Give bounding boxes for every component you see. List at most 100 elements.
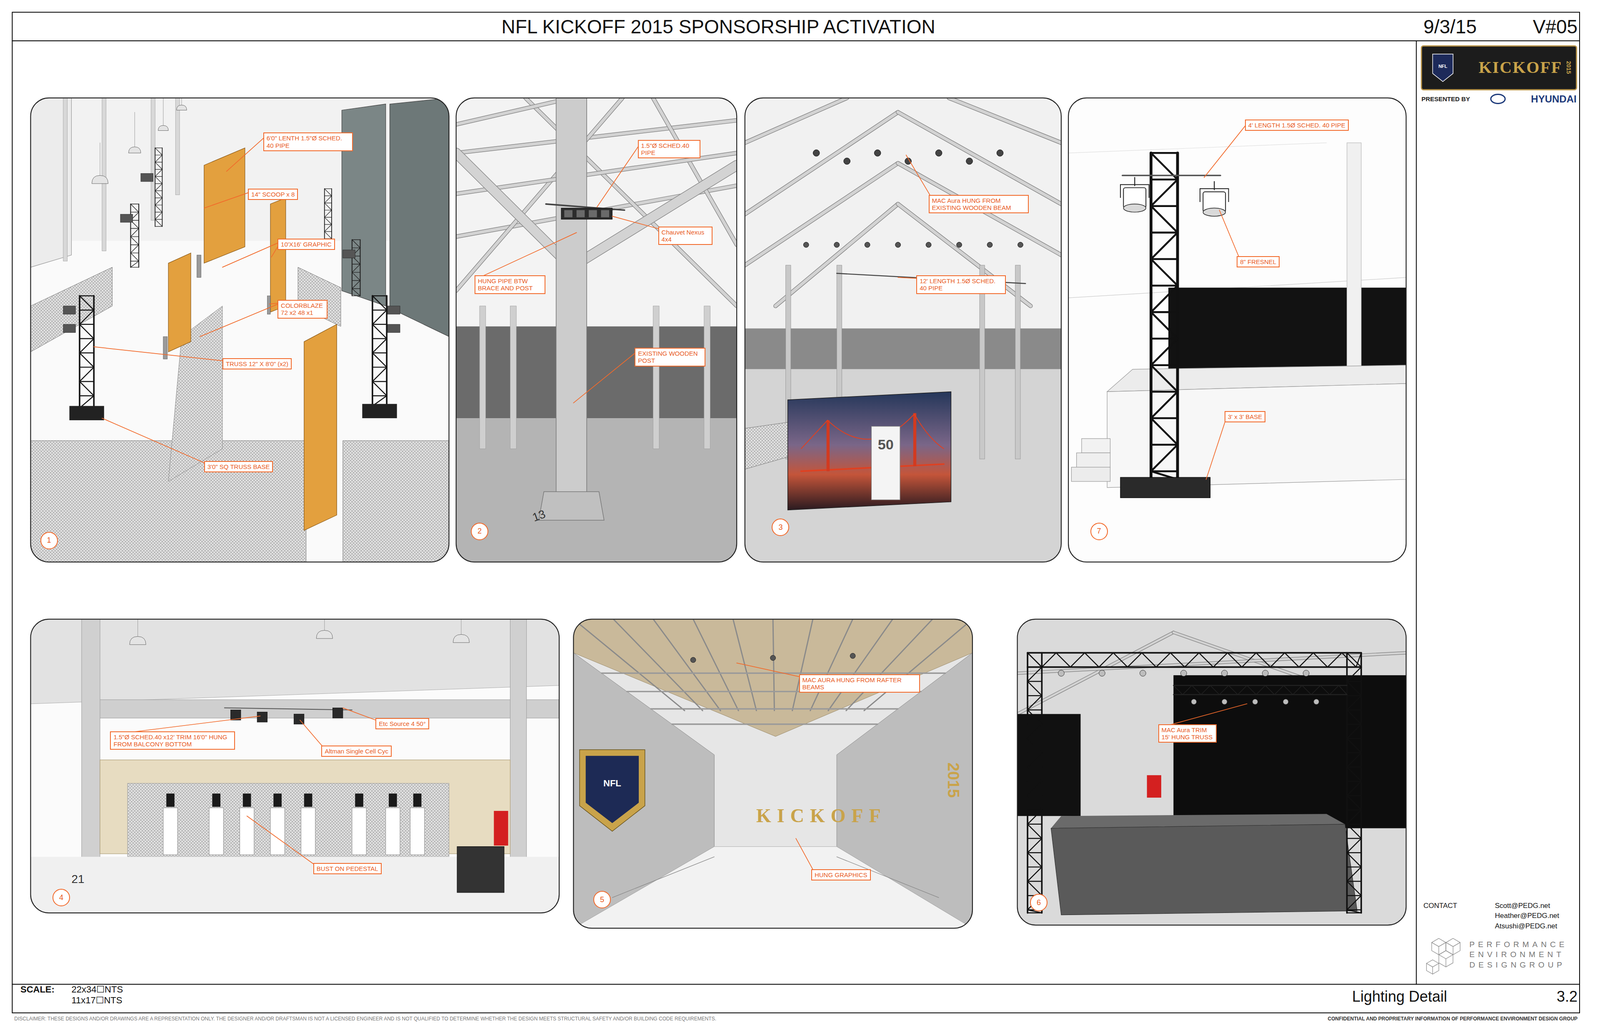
- line: [1347, 824, 1362, 839]
- line: [1150, 418, 1178, 445]
- shape: [935, 150, 943, 157]
- shape: [1221, 670, 1228, 677]
- line: [130, 252, 139, 254]
- callout-box: MAC AURA HUNG FROM RAFTER BEAMS: [799, 674, 920, 694]
- shape: [745, 97, 1062, 563]
- shape: [1147, 775, 1162, 798]
- line: [1327, 652, 1342, 668]
- leader-line: [573, 350, 638, 403]
- shape: [362, 404, 397, 419]
- line: [1027, 795, 1042, 810]
- line: [1347, 752, 1362, 768]
- shape: [1347, 142, 1362, 378]
- logo-text: KICKOFF: [1478, 58, 1563, 77]
- line: [1347, 809, 1362, 811]
- contact-heading: CONTACT: [1423, 902, 1458, 910]
- line: [1056, 652, 1071, 668]
- leader-line: [200, 302, 281, 337]
- line: [1347, 724, 1362, 725]
- lamp: [129, 636, 146, 645]
- shape: [510, 306, 517, 450]
- scale-heading: SCALE:: [20, 984, 55, 995]
- line: [1150, 391, 1178, 419]
- line: [1347, 752, 1362, 754]
- panel-illustration: [30, 619, 560, 914]
- leader-line: [102, 418, 208, 465]
- shape: [956, 242, 963, 248]
- line: [456, 97, 572, 125]
- leader-line: [300, 720, 325, 750]
- callout-text: HUNG GRAPHICS: [814, 871, 868, 879]
- panel-frame: [30, 97, 449, 563]
- shape: [1076, 452, 1111, 468]
- shape: [273, 793, 282, 808]
- line: [1426, 963, 1433, 968]
- line: [155, 183, 163, 184]
- line: [1445, 955, 1453, 960]
- callout-box: 6'0" LENTH 1.5"Ø SCHED. 40 PIPE: [263, 132, 353, 152]
- callout-box: BUST ON PEDESTAL: [313, 863, 382, 875]
- line: [1150, 417, 1178, 420]
- panel-illustration: [1068, 97, 1407, 563]
- line: [134, 112, 135, 149]
- shape: [812, 150, 820, 157]
- line: [745, 163, 898, 266]
- number-circle-outline: [52, 889, 70, 907]
- line: [1292, 685, 1303, 695]
- leader-line: [612, 216, 662, 230]
- shape: [1120, 477, 1211, 498]
- line: [1438, 955, 1446, 960]
- line: [155, 190, 163, 191]
- panel-number: 3: [771, 518, 790, 537]
- leader-line: [1161, 704, 1248, 728]
- line: [1347, 909, 1362, 911]
- line: [1027, 752, 1042, 754]
- line: [1150, 205, 1178, 208]
- line: [352, 280, 361, 281]
- leader-line: [247, 816, 317, 867]
- line: [1150, 152, 1178, 155]
- line: [324, 217, 332, 218]
- line: [1084, 652, 1099, 668]
- line: [1027, 781, 1042, 796]
- callout-text: MAC Aura TRIM 15' HUNG TRUSS: [1161, 726, 1214, 742]
- line: [372, 324, 387, 325]
- line: [12, 984, 1580, 985]
- line: [897, 112, 1062, 204]
- leader-line: [342, 708, 379, 722]
- panel-number: 7: [1090, 522, 1109, 541]
- line: [1027, 738, 1042, 753]
- shape: [81, 619, 100, 895]
- line: [897, 112, 1062, 204]
- shape: [166, 793, 175, 808]
- leader-line: [93, 347, 226, 362]
- panel-illustration: [573, 619, 973, 929]
- line: [1283, 685, 1293, 695]
- line: [1027, 838, 1042, 840]
- leader-line: [736, 663, 803, 678]
- leader-line: [1219, 210, 1240, 260]
- callout-box: EXISTING WOODEN POST: [634, 347, 706, 367]
- line: [79, 309, 94, 311]
- line: [1068, 142, 1327, 153]
- shape: [1015, 265, 1021, 460]
- callout-text: 1.5"Ø SCHED.40 PIPE: [641, 142, 698, 157]
- lamp: [452, 634, 470, 643]
- shape: [493, 811, 508, 846]
- line: [372, 338, 387, 340]
- line: [613, 619, 703, 712]
- line: [1027, 795, 1042, 797]
- callout-box: 1.5"Ø SCHED.40 PIPE: [637, 140, 701, 159]
- callout-box: HUNG GRAPHICS: [811, 869, 871, 881]
- line: [1329, 685, 1339, 695]
- shape: [30, 97, 449, 563]
- line: [1150, 364, 1178, 367]
- contact-email: Atsushi@PEDG.net: [1495, 922, 1558, 931]
- shape: [270, 808, 285, 856]
- panel-illustration: [30, 97, 449, 563]
- line: [897, 163, 1062, 255]
- line: [745, 97, 848, 143]
- line: [1027, 724, 1042, 739]
- shape: [197, 255, 202, 278]
- shape: [925, 242, 932, 248]
